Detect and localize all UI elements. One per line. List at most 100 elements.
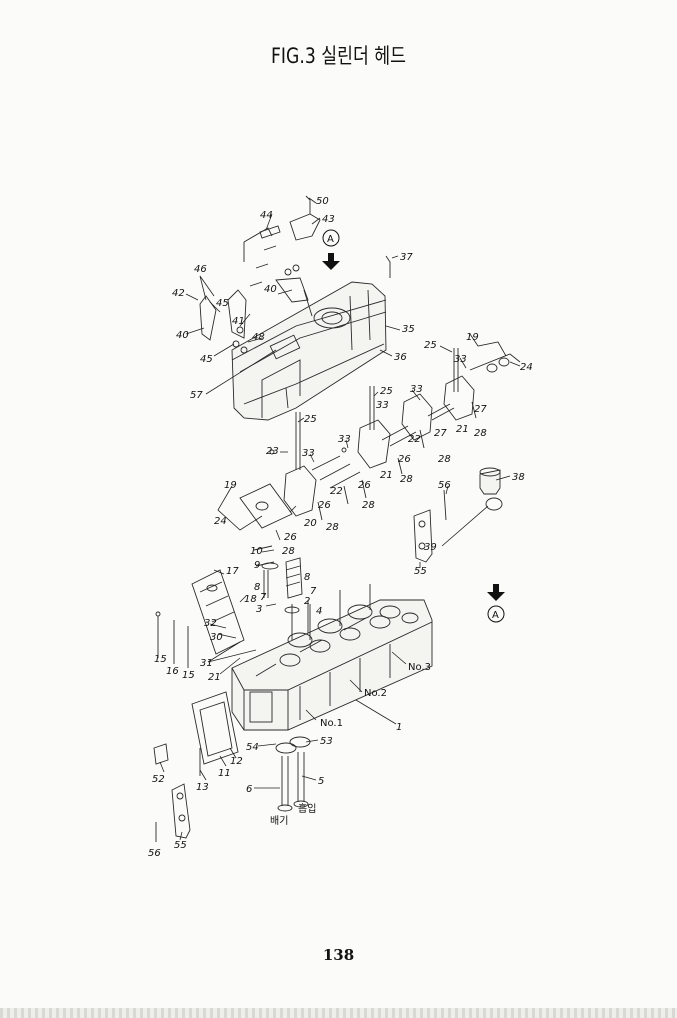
callout-13: 13 — [196, 782, 209, 793]
callout-24: 24 — [520, 362, 533, 373]
leader-lines — [159, 197, 521, 841]
callout-44: 44 — [260, 210, 273, 221]
callout-55: 55 — [414, 566, 427, 577]
callout-36: 36 — [394, 352, 407, 363]
callout-14: 15 — [154, 654, 167, 665]
callout-25b: 25 — [380, 386, 393, 397]
callout-2: 2 — [304, 596, 310, 607]
cylinder-no1: No.1 — [320, 718, 343, 729]
callout-33e: 33 — [302, 448, 315, 459]
callout-26: 26 — [398, 454, 411, 465]
callout-19b: 19 — [224, 480, 237, 491]
callout-45: 45 — [216, 298, 229, 309]
callout-21: 21 — [456, 424, 469, 435]
callout-5: 5 — [318, 776, 324, 787]
callout-18: 18 — [244, 594, 257, 605]
callout-42: 42 — [172, 288, 185, 299]
callout-28: 28 — [474, 428, 487, 439]
callout-21c: 21 — [208, 672, 221, 683]
valve-cover — [231, 281, 387, 421]
callout-27: 27 — [474, 404, 487, 415]
callout-26c: 26 — [318, 500, 331, 511]
view-arrow-top — [322, 229, 340, 270]
figure-title: FIG.3 실린더 헤드 — [271, 44, 406, 68]
callout-24b: 24 — [214, 516, 227, 527]
intake-gasket — [191, 691, 239, 765]
callout-32: 32 — [204, 618, 217, 629]
valves — [275, 736, 311, 812]
callout-20: 20 — [304, 518, 317, 529]
studs-left — [155, 611, 189, 668]
rocker-arm-assembly — [239, 348, 521, 529]
callout-12: 12 — [230, 756, 243, 767]
callout-35: 35 — [402, 324, 415, 335]
page-number: 138 — [322, 946, 355, 964]
callout-43: 43 — [322, 214, 335, 225]
callout-1: 1 — [396, 722, 402, 733]
callout-17: 17 — [226, 566, 239, 577]
callout-40b: 40 — [176, 330, 189, 341]
callout-22b: 22 — [330, 486, 343, 497]
callout-3: 3 — [256, 604, 262, 615]
callout-40: 40 — [264, 284, 277, 295]
view-marker-top: A — [327, 234, 334, 245]
callout-39: 39 — [424, 542, 437, 553]
cylinder-no3: No.3 — [408, 662, 431, 673]
callout-23: 23 — [266, 446, 279, 457]
cylinder-no2: No.2 — [364, 688, 387, 699]
callout-labels: 50 44 43 37 46 42 40 45 41 40 48 45 57 3… — [148, 196, 533, 859]
callout-8: 8 — [304, 572, 310, 583]
callout-53: 53 — [320, 736, 333, 747]
callout-38: 38 — [512, 472, 525, 483]
callout-28c: 28 — [400, 474, 413, 485]
callout-56: 56 — [438, 480, 451, 491]
view-marker-bottom: A — [492, 610, 499, 621]
callout-26d: 26 — [284, 532, 297, 543]
callout-21b: 21 — [380, 470, 393, 481]
callout-25c: 25 — [304, 414, 317, 425]
callout-22: 22 — [408, 434, 421, 445]
view-arrow-bottom — [487, 584, 505, 623]
callout-30: 30 — [210, 632, 223, 643]
callout-7b: 7 — [310, 586, 317, 597]
valve-springs — [253, 545, 309, 640]
callout-50: 50 — [316, 196, 329, 207]
exhaust-bracket — [191, 569, 245, 655]
callout-56b: 56 — [148, 848, 161, 859]
scan-edge — [0, 1008, 677, 1018]
callout-55b: 55 — [174, 840, 187, 851]
callout-33: 33 — [454, 354, 467, 365]
callout-27b: 27 — [434, 428, 447, 439]
callout-54: 54 — [246, 742, 259, 753]
callout-28b: 28 — [438, 454, 451, 465]
lifting-bracket-right — [413, 489, 447, 563]
callout-45b: 45 — [200, 354, 213, 365]
callout-33b: 33 — [410, 384, 423, 395]
lifting-bracket-left — [155, 783, 191, 842]
cylinder-head — [231, 584, 433, 731]
callout-33c: 33 — [376, 400, 389, 411]
small-parts-lower — [153, 743, 201, 776]
callout-15: 15 — [182, 670, 195, 681]
callout-25: 25 — [424, 340, 437, 351]
callout-31: 31 — [200, 658, 213, 669]
callout-41: 41 — [232, 316, 245, 327]
callout-28d: 28 — [362, 500, 375, 511]
callout-6: 6 — [246, 784, 252, 795]
oil-cap — [479, 467, 503, 511]
callout-33d: 33 — [338, 434, 351, 445]
callout-52: 52 — [152, 774, 165, 785]
callout-11: 11 — [218, 768, 231, 779]
callout-28f: 28 — [282, 546, 295, 557]
callout-48: 48 — [252, 332, 265, 343]
label-exhaust: 배기 — [270, 815, 288, 827]
callout-8b: 8 — [254, 582, 260, 593]
callout-4: 4 — [316, 606, 322, 617]
callout-9: 9 — [254, 560, 260, 571]
callout-46: 46 — [194, 264, 207, 275]
callout-16: 16 — [166, 666, 179, 677]
callout-26b: 26 — [358, 480, 371, 491]
callout-10: 10 — [250, 546, 263, 557]
